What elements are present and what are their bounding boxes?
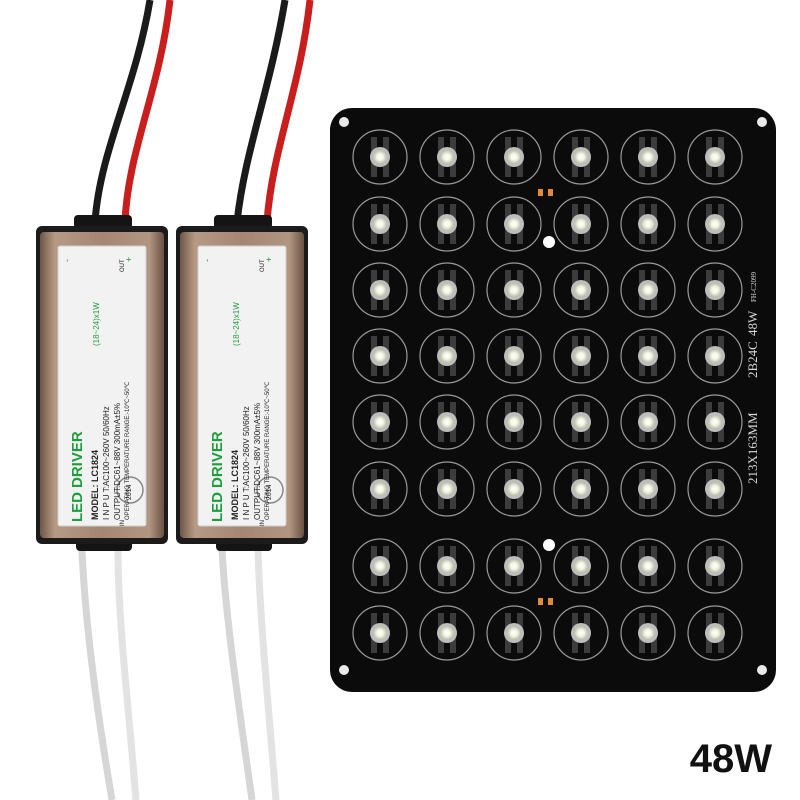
led-emitter [687,394,743,450]
driver-1-output: OUTPUT:DC61~88V 300mA±5% [113,402,122,520]
driver-2-brand-led: LED [209,492,226,522]
led-emitter [687,605,743,661]
driver-2-output-wires [218,549,280,800]
led-emitter [553,605,609,661]
driver-2-output: OUTPUT:DC61~88V 300mA±5% [253,402,262,520]
led-pcb-board [330,108,776,692]
pcb-power-text: 48W [745,310,760,336]
led-emitter [553,328,609,384]
led-emitter [352,328,408,384]
led-grid [352,129,743,661]
driver-2-brand-driver: DRIVER [209,431,226,488]
led-emitter [687,196,743,252]
led-emitter [419,262,475,318]
led-emitter [486,196,542,252]
driver-1-brand-driver: DRIVER [69,431,86,488]
led-emitter [352,129,408,185]
led-emitter [486,461,542,517]
led-emitter [419,461,475,517]
led-driver-2 [176,215,308,551]
driver-2-year: 2014 [266,484,273,500]
driver-1-spec: (18~24)x1W [92,302,101,346]
led-emitter [620,461,676,517]
driver-2-model: MODEL: LC1824 [230,449,240,520]
led-emitter [687,538,743,594]
driver-2-minus: - [202,259,212,262]
led-emitter [553,129,609,185]
led-emitter [620,262,676,318]
driver-1-brand-led: LED [69,492,86,522]
led-emitter [620,538,676,594]
led-emitter [620,394,676,450]
pcb-size-text: 213X163MM [745,412,760,484]
led-emitter [620,605,676,661]
led-emitter [486,538,542,594]
led-emitter [352,394,408,450]
led-emitter [486,328,542,384]
led-emitter [352,196,408,252]
led-emitter [419,538,475,594]
pcb-part-text: FH-C2099 [750,272,758,302]
driver-2-in-mark: IN [260,520,266,526]
led-emitter [620,196,676,252]
driver-2-spec: (18~24)x1W [232,302,241,346]
led-emitter [620,328,676,384]
driver-1-model: MODEL: LC1824 [90,449,100,520]
led-emitter [486,129,542,185]
led-emitter [553,394,609,450]
led-emitter [352,605,408,661]
power-rating-caption: 48W [689,737,772,781]
led-emitter [620,129,676,185]
led-emitter [486,394,542,450]
led-emitter [486,262,542,318]
led-emitter [486,605,542,661]
led-emitter [687,129,743,185]
led-emitter [419,328,475,384]
led-emitter [553,538,609,594]
led-emitter [687,461,743,517]
led-emitter [553,196,609,252]
driver-1-input: I N P U T:AC100~260V 50/60Hz [102,406,111,520]
led-emitter [419,196,475,252]
led-emitter [419,394,475,450]
led-emitter [352,262,408,318]
led-emitter [419,605,475,661]
driver-1-minus: - [62,259,72,262]
led-emitter [352,538,408,594]
led-driver-1 [36,215,168,551]
driver-2-plus: + [264,256,274,262]
led-emitter [687,328,743,384]
driver-2-input: I N P U T:AC100~260V 50/60Hz [242,406,251,520]
led-emitter [419,129,475,185]
led-emitter [352,461,408,517]
driver-2-input-wires [233,0,314,223]
driver-1-output-wires [78,549,140,800]
led-emitter [687,262,743,318]
driver-1-year: 2014 [126,484,133,500]
driver-1-plus: + [124,256,134,262]
pcb-code-text: 2B24C [745,341,760,378]
driver-1-in-mark: IN [120,520,126,526]
led-emitter [553,262,609,318]
led-emitter [553,461,609,517]
driver-1-input-wires [91,0,174,223]
